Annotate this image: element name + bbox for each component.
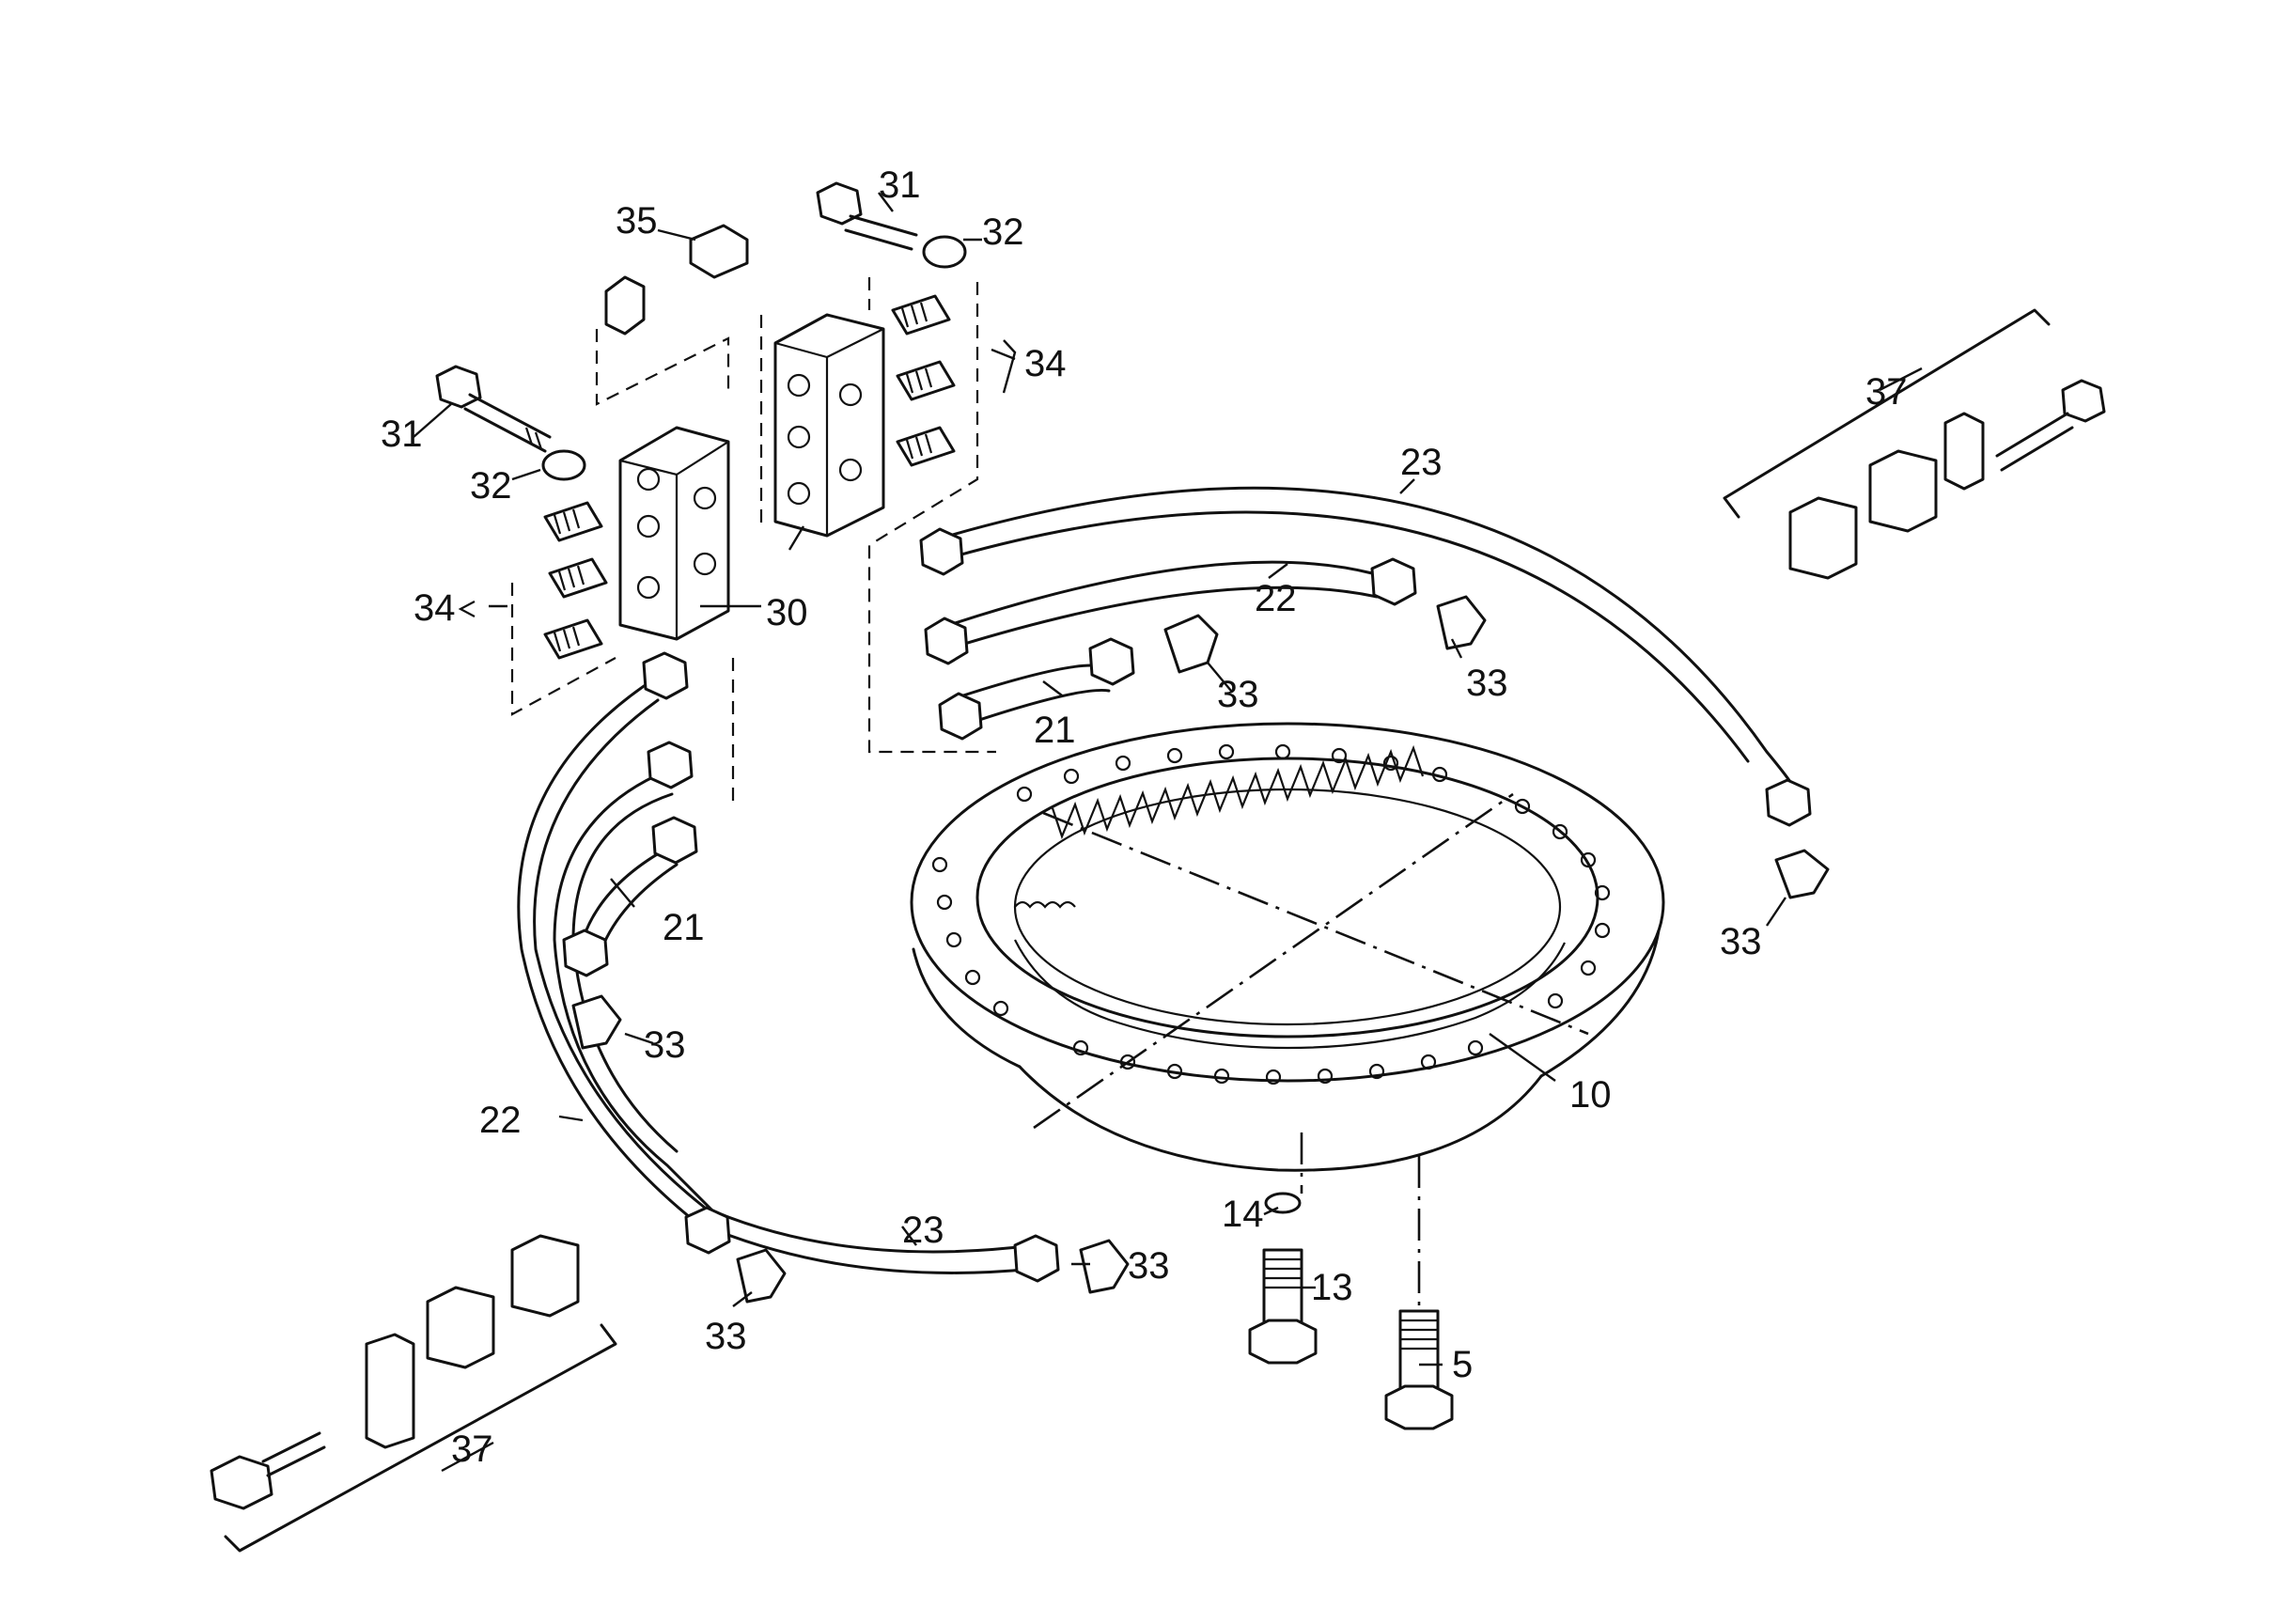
label-32-left: 32 bbox=[470, 465, 512, 507]
leader-lines bbox=[413, 192, 1923, 1473]
label-10: 10 bbox=[1569, 1074, 1612, 1116]
label-22-left: 22 bbox=[479, 1100, 522, 1141]
label-32-right: 32 bbox=[982, 211, 1024, 253]
bolt-13 bbox=[1248, 1248, 1318, 1365]
grease-nipples-33 bbox=[571, 595, 1830, 1304]
hose-left-bundle bbox=[517, 651, 1060, 1283]
distributor-block-left bbox=[618, 426, 730, 641]
label-33-d: 33 bbox=[644, 1024, 686, 1066]
label-14: 14 bbox=[1222, 1194, 1264, 1235]
label-31-right: 31 bbox=[879, 164, 921, 206]
bolt-31-right bbox=[816, 181, 918, 251]
label-31-left: 31 bbox=[381, 414, 423, 455]
label-23-top: 23 bbox=[1400, 442, 1443, 483]
label-34-left: 34 bbox=[413, 587, 456, 629]
bolt-5 bbox=[1384, 1309, 1454, 1430]
slewing-ring bbox=[910, 722, 1665, 1325]
washer-32-left bbox=[541, 449, 586, 481]
sensor-35 bbox=[604, 224, 749, 336]
kit-37-right bbox=[1723, 308, 2106, 580]
fittings-34-right bbox=[891, 294, 956, 467]
label-33-e: 33 bbox=[705, 1316, 747, 1357]
hose-21-right bbox=[938, 637, 1135, 741]
label-33-c: 33 bbox=[1720, 921, 1762, 962]
arrow-34-left-icon bbox=[458, 601, 476, 617]
label-21-left: 21 bbox=[663, 907, 705, 948]
fittings-34-left bbox=[543, 501, 608, 660]
assembly-dashed-lines bbox=[510, 277, 996, 808]
label-35: 35 bbox=[616, 200, 658, 242]
label-37-right: 37 bbox=[1865, 371, 1908, 413]
bolt-31-left bbox=[435, 365, 552, 453]
washer-14 bbox=[1264, 1192, 1302, 1214]
kit-37-left bbox=[210, 1234, 617, 1553]
label-30-left: 30 bbox=[766, 592, 808, 633]
label-37-left: 37 bbox=[451, 1429, 493, 1470]
label-13: 13 bbox=[1311, 1267, 1353, 1308]
label-33-f: 33 bbox=[1128, 1245, 1170, 1287]
hose-22-right bbox=[924, 557, 1417, 665]
part-labels: 10 5 13 14 21 21 22 22 23 23 30 30 31 31… bbox=[381, 164, 1908, 1470]
washer-32-right bbox=[922, 235, 967, 269]
label-22-right: 22 bbox=[1255, 578, 1297, 619]
gear-teeth bbox=[1014, 744, 1566, 1050]
bolt-holes bbox=[931, 743, 1611, 1085]
label-21-right: 21 bbox=[1034, 710, 1076, 751]
label-23-bottom: 23 bbox=[902, 1210, 944, 1251]
label-33-b: 33 bbox=[1466, 663, 1508, 704]
label-5: 5 bbox=[1452, 1344, 1473, 1385]
distributor-block-right bbox=[773, 313, 885, 538]
label-33-a: 33 bbox=[1217, 674, 1259, 715]
hose-23-right bbox=[919, 486, 1812, 827]
label-34-right: 34 bbox=[1024, 343, 1067, 384]
